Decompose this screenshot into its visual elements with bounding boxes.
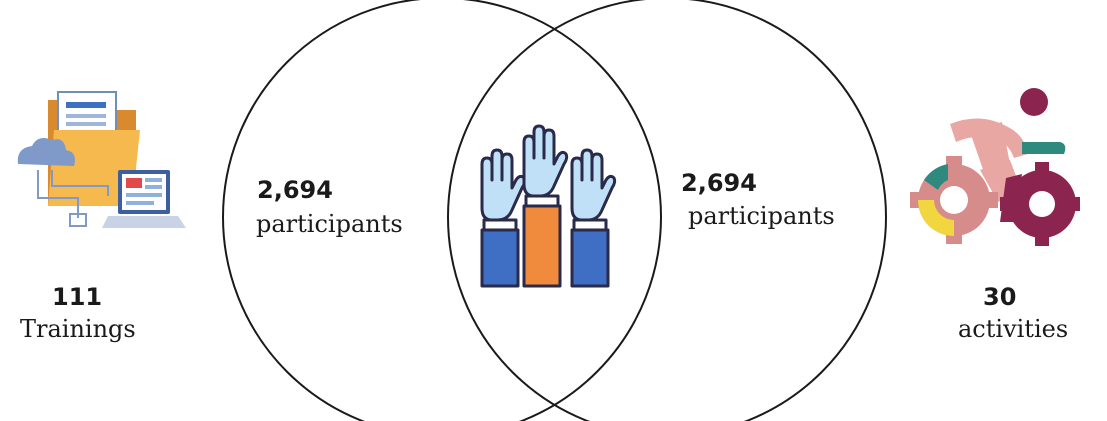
right-participants-label: participants [688, 202, 835, 230]
cyclist-gears-icon [910, 88, 1080, 246]
trainings-label: Trainings [20, 315, 136, 343]
trainings-count: 111 [52, 283, 103, 311]
venn-circle-left [222, 0, 662, 421]
activities-count: 30 [983, 283, 1017, 311]
left-participants-count: 2,694 [257, 176, 333, 204]
left-participants-label: participants [256, 210, 403, 238]
folder-laptop-cloud-icon [17, 91, 186, 228]
raised-hands-icon [480, 124, 617, 288]
activities-label: activities [958, 315, 1069, 343]
right-participants-count: 2,694 [681, 169, 757, 197]
venn-circle-right [447, 0, 887, 421]
